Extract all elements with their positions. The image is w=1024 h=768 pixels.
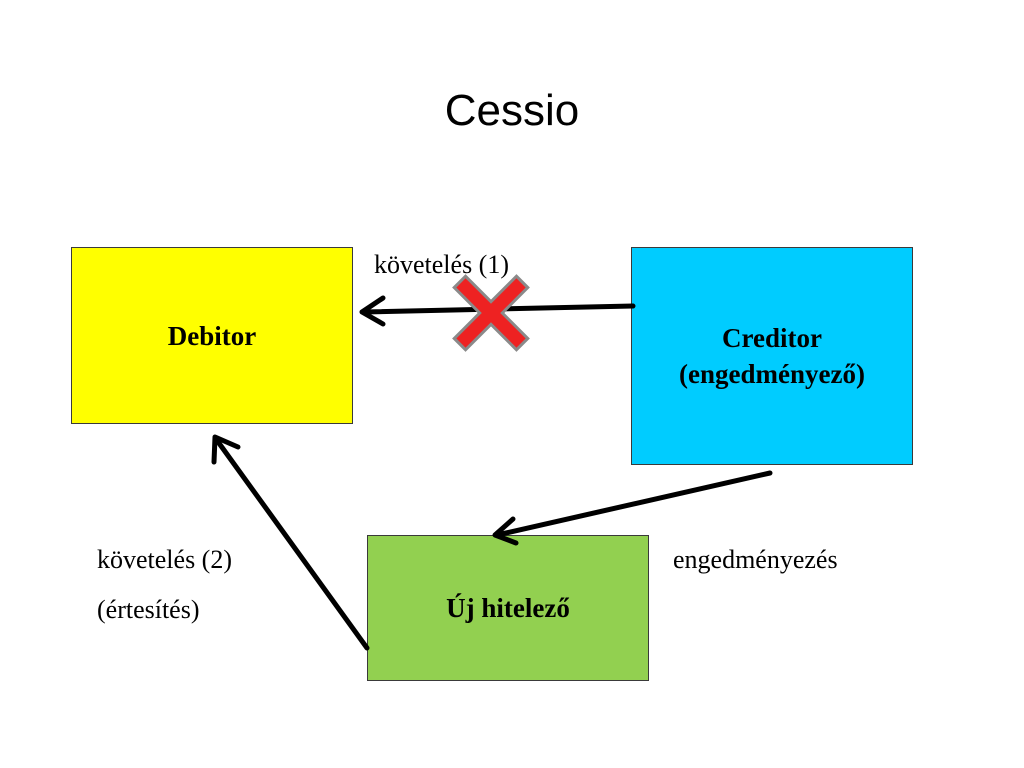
kovetel-2-label: követelés (2): [97, 545, 233, 574]
arrow-uj-hitelezo-to-debitor: [211, 434, 370, 651]
uj-hitelezo-box: Új hitelező: [367, 535, 649, 681]
ertesites-label: (értesítés): [97, 595, 200, 624]
debitor-label: Debitor: [167, 320, 257, 351]
debitor-box: Debitor: [71, 247, 353, 424]
red-x-cross-icon: [452, 274, 530, 352]
creditor-sublabel: (engedményező): [679, 359, 865, 389]
arrow-creditor-to-uj-hitelezo: [492, 470, 773, 546]
creditor-box: Creditor (engedményező): [631, 247, 913, 465]
uj-hitelezo-label: Új hitelező: [446, 593, 570, 623]
creditor-label: Creditor: [722, 323, 822, 353]
engedmenyezes-label: engedményezés: [673, 545, 838, 574]
kovetel-1-label: követelés (1): [374, 250, 510, 279]
page-title: Cessio: [444, 86, 580, 135]
